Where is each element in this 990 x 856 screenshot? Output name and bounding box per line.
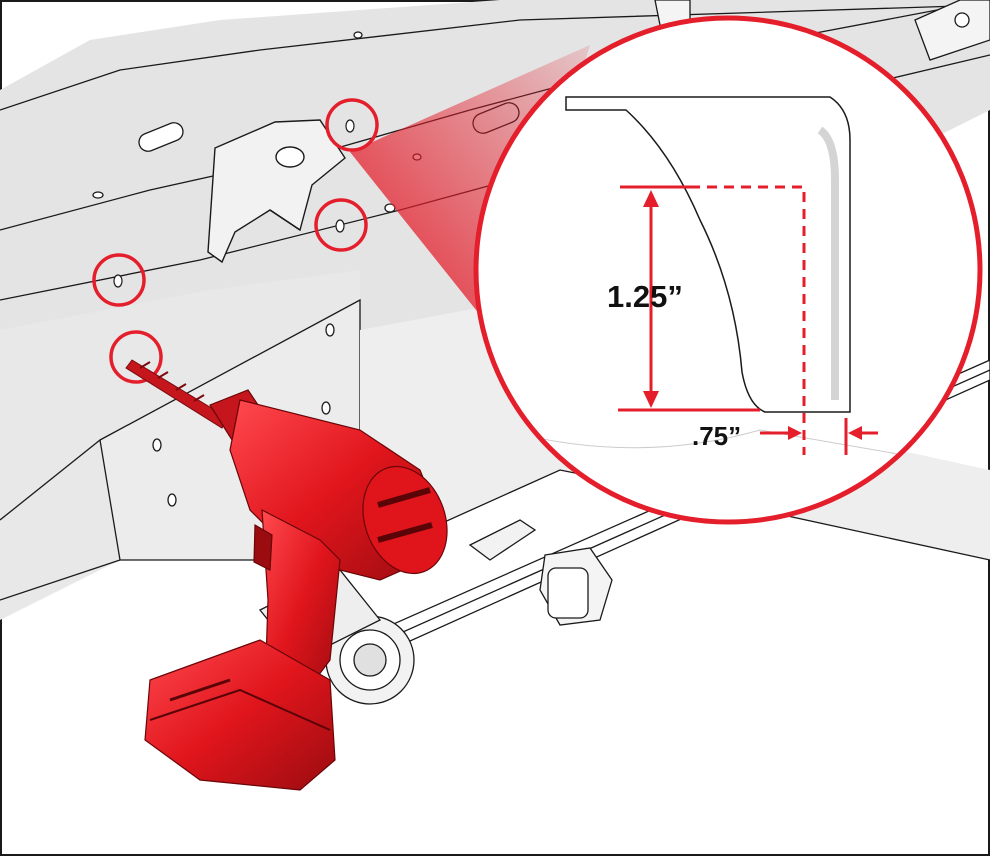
offset-dimension-label: .75” bbox=[692, 421, 741, 451]
marker-holes bbox=[113, 119, 355, 288]
hole-marker-4 bbox=[109, 330, 163, 384]
height-dimension-label: 1.25” bbox=[607, 279, 683, 314]
hole-marker-2 bbox=[314, 198, 368, 252]
dimension-lines bbox=[618, 185, 878, 455]
hole-marker-3 bbox=[92, 253, 146, 307]
dimension-arrowheads bbox=[643, 190, 862, 440]
drill-bit bbox=[125, 359, 229, 429]
hole-marker-1 bbox=[325, 98, 379, 152]
hole-markers bbox=[92, 98, 379, 384]
magnifier-ring bbox=[473, 15, 983, 525]
bracket-profile bbox=[565, 96, 851, 413]
magnifier-callout: 1.25” .75” bbox=[473, 15, 983, 525]
drill-icon bbox=[144, 389, 448, 791]
dim-dashed-guide bbox=[690, 185, 806, 455]
top-right-clip bbox=[654, 0, 990, 61]
frame-bracket bbox=[207, 119, 346, 264]
